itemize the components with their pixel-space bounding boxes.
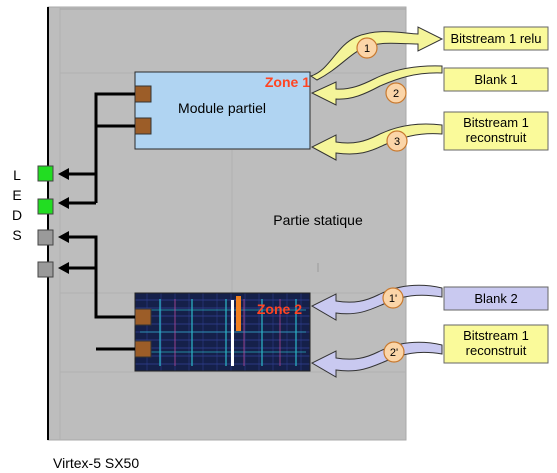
step-1-number: 1 [364,43,370,55]
target-1-label: Bitstream 1 relu [450,31,541,46]
step-1-circle [356,37,378,59]
step-3-circle [386,130,408,152]
led-3 [37,229,54,246]
target-boxes [443,26,549,364]
zone1-title: Zone 1 [265,74,310,90]
target-label-line: Bitstream 1 [463,328,529,343]
leds-letter-1: L [13,167,21,183]
target-box-3 [443,111,549,151]
fpga-label: Virtex-5 SX50 [53,455,139,471]
led-2 [37,198,54,215]
led-4 [37,261,54,278]
zone2-port-bottom [134,340,152,358]
target-4-label: Blank 2 [474,291,517,306]
static-label: Partie statique [273,212,363,228]
target-label-line: reconstruit [466,343,527,358]
step-2p-circle [383,341,405,363]
leds-letter-2: E [12,187,21,203]
zone2-module [134,292,311,372]
led-1 [37,165,54,182]
step-arrows [309,26,444,378]
arrow-step-2 [310,65,443,106]
zone1-port-top [134,85,152,103]
target-box-1 [443,26,549,51]
arrow-step-1 [309,26,444,81]
step-2p-number: 2' [390,347,398,359]
step-1p-circle [382,287,404,309]
leds-letter-3: D [12,207,22,223]
target-box-4 [443,286,549,311]
leds-letter-4: S [12,227,21,243]
step-2-circle [385,82,407,104]
target-label-line: Bitstream 1 [463,115,529,130]
target-label-line: reconstruit [466,130,527,145]
target-box-5 [443,324,549,364]
zone2-port-top [134,308,152,326]
step-3-number: 3 [394,136,400,148]
zone1-module [134,71,311,150]
step-badges [356,37,408,363]
led-panel [37,165,54,278]
led-arrowheads [58,168,69,274]
target-2-label: Blank 1 [474,72,517,87]
zone2-title: Zone 2 [257,301,302,317]
zone1-port-bottom [134,117,152,135]
step-1p-number: 1' [389,293,397,305]
step-2-number: 2 [393,88,399,100]
led-wiring [66,92,135,351]
zone1-module-label: Module partiel [178,100,266,116]
target-box-2 [443,67,549,92]
